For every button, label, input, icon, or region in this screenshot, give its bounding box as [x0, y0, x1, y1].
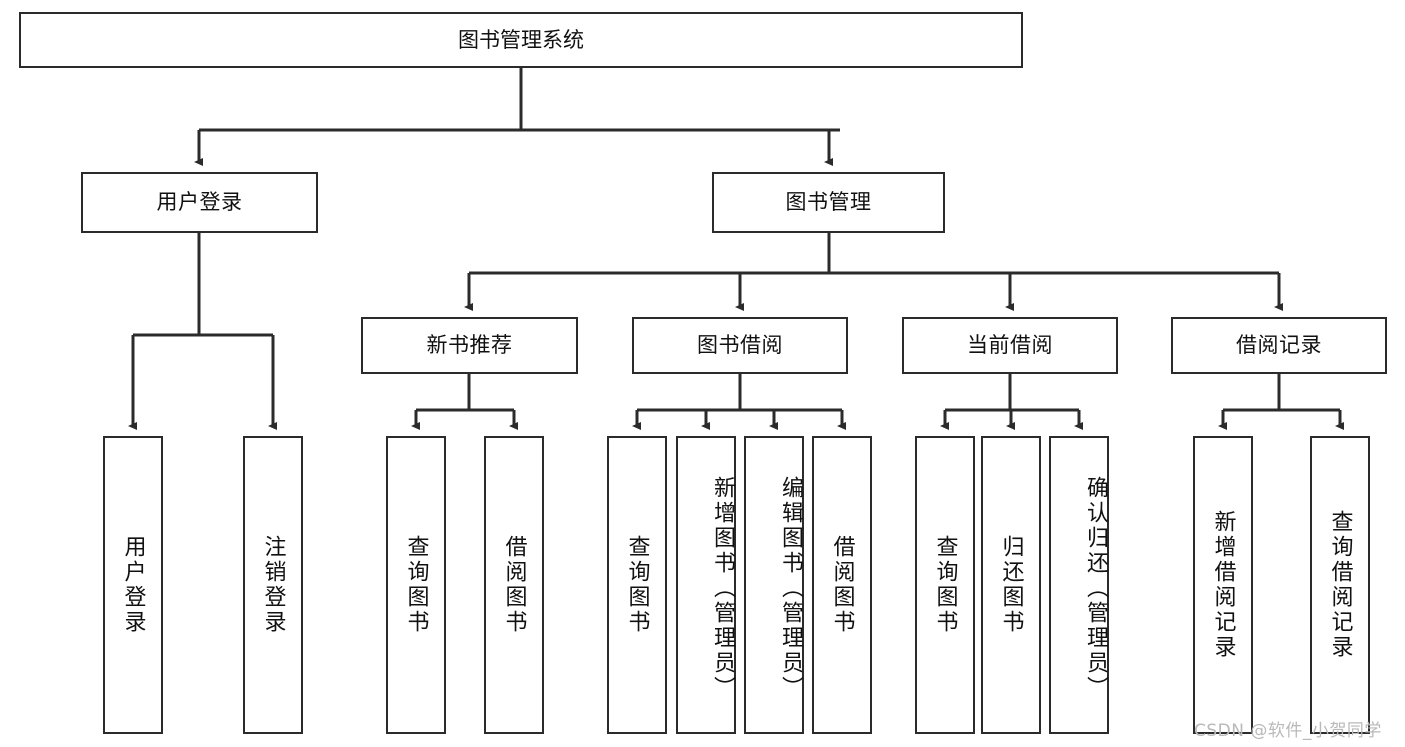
node-borrow-record-label: 借阅记录: [1236, 333, 1322, 358]
node-leaf-add-record[interactable]: 新增借阅记录: [1193, 436, 1253, 734]
node-leaf-query-book-2[interactable]: 查询图书: [607, 436, 667, 734]
node-current-borrow-label: 当前借阅: [967, 333, 1053, 358]
node-leaf-borrow-book-1[interactable]: 借阅图书: [484, 436, 544, 734]
node-leaf-add-record-label: 新增借阅记录: [1210, 510, 1236, 660]
node-user-login[interactable]: 用户登录: [81, 172, 318, 233]
node-leaf-user-login-label: 用户登录: [120, 535, 146, 635]
node-book-borrow-label: 图书借阅: [697, 333, 783, 358]
node-leaf-query-book-1[interactable]: 查询图书: [386, 436, 446, 734]
node-leaf-user-login[interactable]: 用户登录: [103, 436, 163, 734]
node-leaf-edit-book-label: 编辑图书（管理员）: [778, 475, 803, 701]
node-root[interactable]: 图书管理系统: [19, 12, 1023, 68]
node-user-login-label: 用户登录: [156, 190, 243, 215]
node-leaf-add-book[interactable]: 新增图书（管理员）: [676, 436, 736, 734]
node-leaf-query-book-1-label: 查询图书: [403, 535, 429, 635]
node-book-borrow[interactable]: 图书借阅: [632, 317, 848, 374]
node-leaf-edit-book[interactable]: 编辑图书（管理员）: [744, 436, 804, 734]
node-leaf-query-record-label: 查询借阅记录: [1327, 510, 1353, 660]
node-leaf-borrow-book-1-label: 借阅图书: [501, 535, 527, 635]
node-leaf-logout[interactable]: 注销登录: [243, 436, 303, 734]
node-leaf-query-book-3-label: 查询图书: [932, 535, 958, 635]
node-leaf-borrow-book-2[interactable]: 借阅图书: [812, 436, 872, 734]
node-leaf-query-record[interactable]: 查询借阅记录: [1310, 436, 1370, 734]
node-leaf-logout-label: 注销登录: [260, 535, 286, 635]
node-leaf-borrow-book-2-label: 借阅图书: [829, 535, 855, 635]
node-root-label: 图书管理系统: [458, 27, 584, 52]
node-book-manage[interactable]: 图书管理: [712, 172, 945, 233]
node-current-borrow[interactable]: 当前借阅: [902, 317, 1118, 374]
node-leaf-confirm-return[interactable]: 确认归还（管理员）: [1049, 436, 1109, 734]
node-borrow-record[interactable]: 借阅记录: [1171, 317, 1387, 374]
node-leaf-add-book-label: 新增图书（管理员）: [710, 475, 735, 701]
node-leaf-return-book[interactable]: 归还图书: [981, 436, 1041, 734]
csdn-watermark: CSDN @软件_小贺同学: [1194, 721, 1382, 741]
node-new-book-recommend[interactable]: 新书推荐: [361, 317, 578, 374]
node-leaf-query-book-3[interactable]: 查询图书: [915, 436, 975, 734]
node-book-manage-label: 图书管理: [785, 190, 872, 215]
node-leaf-query-book-2-label: 查询图书: [624, 535, 650, 635]
node-new-book-recommend-label: 新书推荐: [426, 333, 513, 358]
node-leaf-return-book-label: 归还图书: [998, 535, 1024, 635]
node-leaf-confirm-return-label: 确认归还（管理员）: [1083, 475, 1108, 701]
